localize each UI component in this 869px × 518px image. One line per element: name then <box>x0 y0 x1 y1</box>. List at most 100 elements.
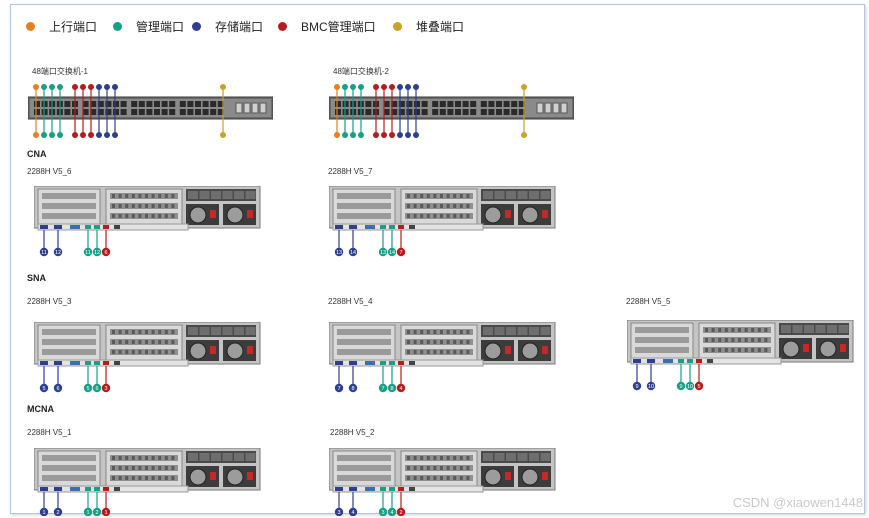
sfp-port <box>54 361 62 365</box>
port-marker-icon <box>49 132 55 138</box>
switch-port <box>169 101 176 107</box>
switch-port <box>432 101 439 107</box>
vent-slot <box>724 338 728 342</box>
switch-port <box>511 109 518 115</box>
port-marker-icon <box>80 132 86 138</box>
drive-tray <box>188 327 198 335</box>
fan-icon <box>189 342 207 360</box>
switch-port <box>195 109 201 115</box>
uplink-port-dot-icon <box>26 22 35 31</box>
io-panel <box>37 359 189 367</box>
port-marker-icon <box>358 132 364 138</box>
vent-slot <box>453 466 457 470</box>
power-socket-icon <box>210 210 216 218</box>
vent-slot <box>466 194 470 198</box>
vent-slot <box>433 350 437 354</box>
vent-slot <box>413 350 417 354</box>
port-number-marker-icon <box>378 247 388 257</box>
vent-slot <box>738 338 741 342</box>
vent-slot <box>426 340 430 344</box>
pcie-slot <box>110 339 178 345</box>
switch-uplink-slot <box>536 102 544 114</box>
vent-slot <box>112 204 115 208</box>
vent-slot <box>764 338 768 342</box>
vent-slot <box>131 456 135 460</box>
bmc-port <box>696 359 702 363</box>
port-marker-icon <box>389 132 395 138</box>
pcie-slot <box>110 475 178 481</box>
port-number-marker-icon <box>101 507 111 516</box>
stack-port-marker-icon <box>220 84 226 90</box>
server-label: 2288H V5_1 <box>27 428 72 437</box>
pcie-slot <box>110 213 178 219</box>
vent-slot <box>413 466 417 470</box>
vent-slot <box>446 456 450 460</box>
port-marker-icon <box>413 84 419 90</box>
port-marker-icon <box>41 84 47 90</box>
port-number-marker-icon <box>39 383 49 393</box>
sfp-port <box>54 487 62 491</box>
switch-port <box>105 109 112 115</box>
switch-port <box>462 101 469 107</box>
switch-port <box>161 109 168 115</box>
section-title-mcna: MCNA <box>27 404 54 414</box>
drive-tray <box>517 191 528 199</box>
vent-slot <box>413 476 417 480</box>
port-number-marker-icon <box>53 507 63 516</box>
vent-slot <box>744 328 748 332</box>
vent-slot <box>744 338 748 342</box>
port-number-label: 6 <box>104 250 107 256</box>
port-number-label: 2 <box>95 510 98 516</box>
vent-slot <box>112 466 115 470</box>
vent-slot <box>171 466 175 470</box>
vent-slot <box>125 194 129 198</box>
eth-port <box>687 359 693 363</box>
port-number-label: 5 <box>86 386 89 392</box>
port-number-label: 10 <box>648 384 654 390</box>
vent-slot <box>118 214 122 218</box>
switch-port <box>447 101 454 107</box>
vent-slot <box>131 214 135 218</box>
vent-slot <box>138 214 142 218</box>
vent-slot <box>453 350 457 354</box>
drive-tray <box>199 191 210 199</box>
section-title-sna: SNA <box>27 273 47 283</box>
vga-port <box>365 361 375 365</box>
vent-slot <box>145 476 148 480</box>
port-number-label: 4 <box>390 510 393 516</box>
vent-slot <box>118 330 122 334</box>
vent-slot <box>731 328 735 332</box>
port-number-label: 2 <box>56 510 59 516</box>
vent-slot <box>125 340 129 344</box>
vent-slot <box>138 330 142 334</box>
vent-slot <box>151 214 155 218</box>
port-number-label: 7 <box>337 386 340 392</box>
vent-slot <box>131 204 135 208</box>
port-marker-icon <box>80 84 86 90</box>
vent-slot <box>453 194 457 198</box>
vent-slot <box>158 340 162 344</box>
pcie-slot <box>42 213 96 219</box>
io-panel <box>332 359 484 367</box>
eth-port <box>94 487 100 491</box>
vent-slot <box>407 476 410 480</box>
fan-icon <box>189 206 207 224</box>
drive-tray <box>234 453 244 461</box>
port-number-marker-icon <box>92 507 102 516</box>
vent-slot <box>420 466 424 470</box>
switch-port <box>511 101 518 107</box>
drive-tray <box>245 327 256 335</box>
vent-slot <box>158 204 162 208</box>
switch-uplink-slot <box>243 102 251 114</box>
switch-port <box>488 101 495 107</box>
drive-tray <box>540 191 551 199</box>
vent-slot <box>112 330 115 334</box>
vent-slot <box>125 466 129 470</box>
port-number-label: 10 <box>687 384 693 390</box>
switch-port <box>470 109 477 115</box>
port-marker-icon <box>413 132 419 138</box>
drive-tray <box>234 327 244 335</box>
vent-slot <box>466 350 470 354</box>
switch-port <box>398 101 405 107</box>
vent-slot <box>164 214 168 218</box>
